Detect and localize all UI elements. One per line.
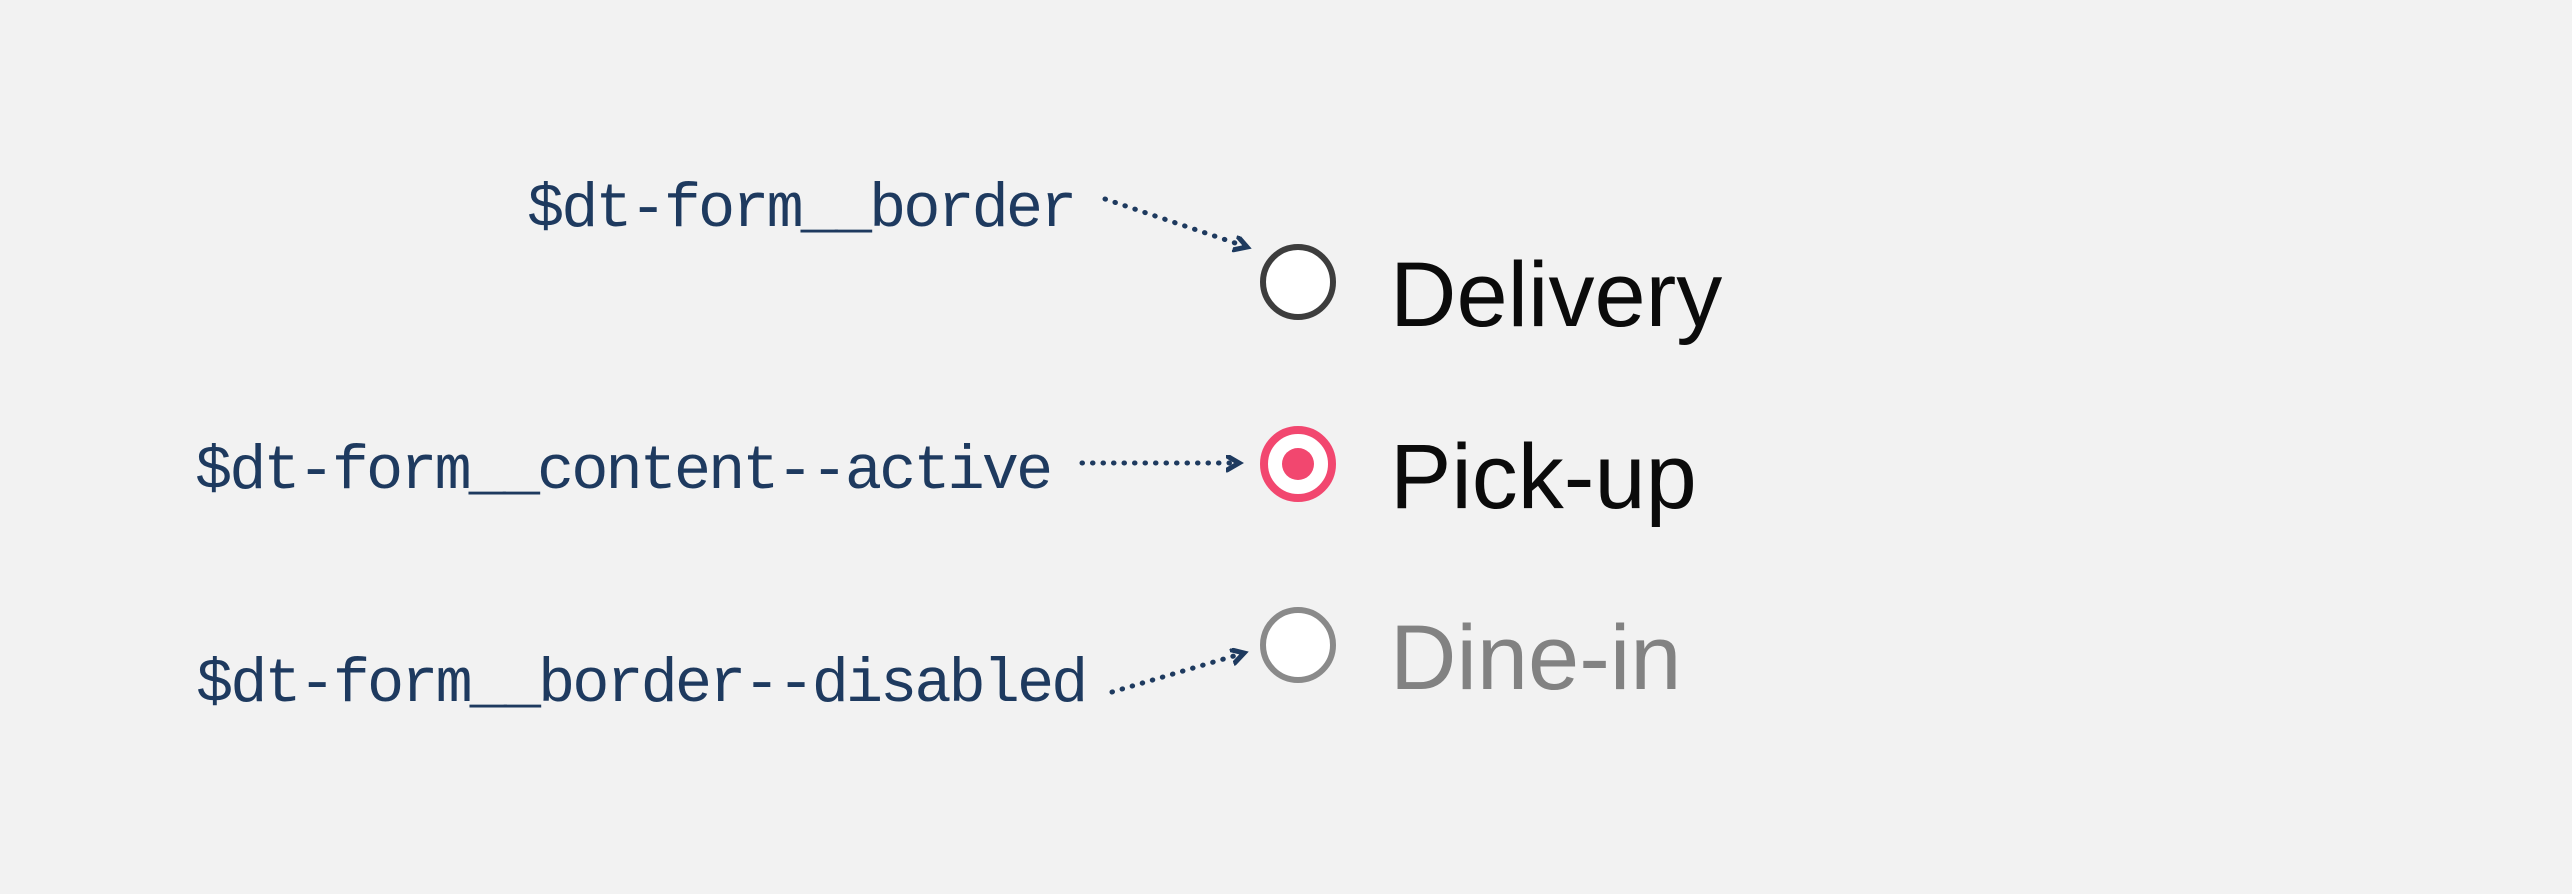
radio-label-delivery[interactable]: Delivery bbox=[1390, 244, 1723, 346]
token-label-border-disabled: $dt-form__border--disabled bbox=[196, 649, 1088, 720]
radio-label-dinein: Dine-in bbox=[1390, 607, 1682, 709]
radio-button-dinein-disabled bbox=[1260, 607, 1336, 683]
radio-dot-icon bbox=[1282, 448, 1314, 480]
radio-button-delivery[interactable] bbox=[1260, 244, 1336, 320]
radio-option-delivery[interactable]: Delivery bbox=[1260, 244, 1722, 341]
radio-button-pickup-selected[interactable] bbox=[1260, 426, 1336, 502]
radio-option-dinein-disabled: Dine-in bbox=[1260, 607, 1681, 704]
token-label-content-active: $dt-form__content--active bbox=[195, 436, 1053, 507]
dotted-arrow-icon-border bbox=[1102, 196, 1247, 247]
radio-label-pickup[interactable]: Pick-up bbox=[1390, 426, 1697, 528]
dotted-arrow-icon-disabled bbox=[1109, 653, 1244, 695]
token-label-border: $dt-form__border bbox=[527, 174, 1077, 245]
radio-option-pickup[interactable]: Pick-up bbox=[1260, 426, 1697, 523]
